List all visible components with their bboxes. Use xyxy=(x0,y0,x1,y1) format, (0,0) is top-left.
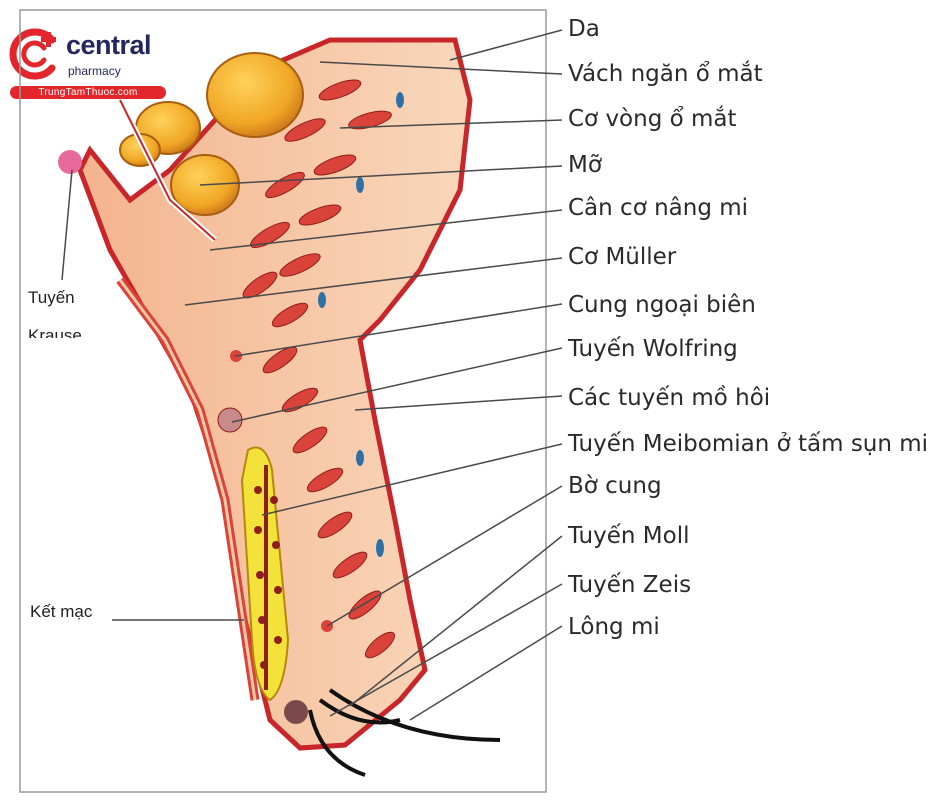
label-vach-ngan: Vách ngăn ổ mắt xyxy=(568,61,763,87)
label-co-vong: Cơ vòng ổ mắt xyxy=(568,106,737,132)
label-tuyen-krause-line2: Krause xyxy=(28,326,82,338)
image-frame xyxy=(19,9,547,793)
logo-mark-icon xyxy=(9,28,56,80)
krause-clip: Krause xyxy=(28,326,88,338)
orbital-fat xyxy=(119,52,304,216)
label-cung-ngoai: Cung ngoại biên xyxy=(568,292,756,318)
logo-site-text: TrungTamThuoc.com xyxy=(38,87,138,98)
label-ket-mac: Kết mạc xyxy=(30,602,93,621)
label-zeis: Tuyến Zeis xyxy=(568,572,692,598)
logo-wordmark: central xyxy=(66,30,152,60)
krause-gland xyxy=(58,150,82,174)
label-tuyen-krause-line1: Tuyến xyxy=(28,288,75,307)
label-wolfring: Tuyến Wolfring xyxy=(568,336,738,362)
leader-lines xyxy=(61,29,563,721)
meibomian-gland xyxy=(254,465,282,690)
label-can-co: Cân cơ nâng mi xyxy=(568,195,749,221)
label-moll: Tuyến Moll xyxy=(568,523,690,549)
logo-site-bar: TrungTamThuoc.com xyxy=(10,86,166,99)
label-long-mi: Lông mi xyxy=(568,614,660,640)
label-mo-hoi: Các tuyến mồ hôi xyxy=(568,385,771,411)
label-co-muller: Cơ Müller xyxy=(568,244,677,270)
vessels xyxy=(318,92,404,557)
margin-glands xyxy=(217,350,333,724)
skin-layer xyxy=(77,37,473,751)
label-da: Da xyxy=(568,16,600,42)
label-bo-cung: Bờ cung xyxy=(568,473,662,499)
label-meibomian: Tuyến Meibomian ở tấm sụn mi xyxy=(568,431,929,457)
eyelashes xyxy=(308,688,501,777)
logo-subtitle: pharmacy xyxy=(68,64,121,78)
orbicularis-muscle xyxy=(242,79,396,659)
central-pharmacy-logo: central pharmacy TrungTamThuoc.com xyxy=(8,26,168,102)
label-mo: Mỡ xyxy=(568,152,602,178)
